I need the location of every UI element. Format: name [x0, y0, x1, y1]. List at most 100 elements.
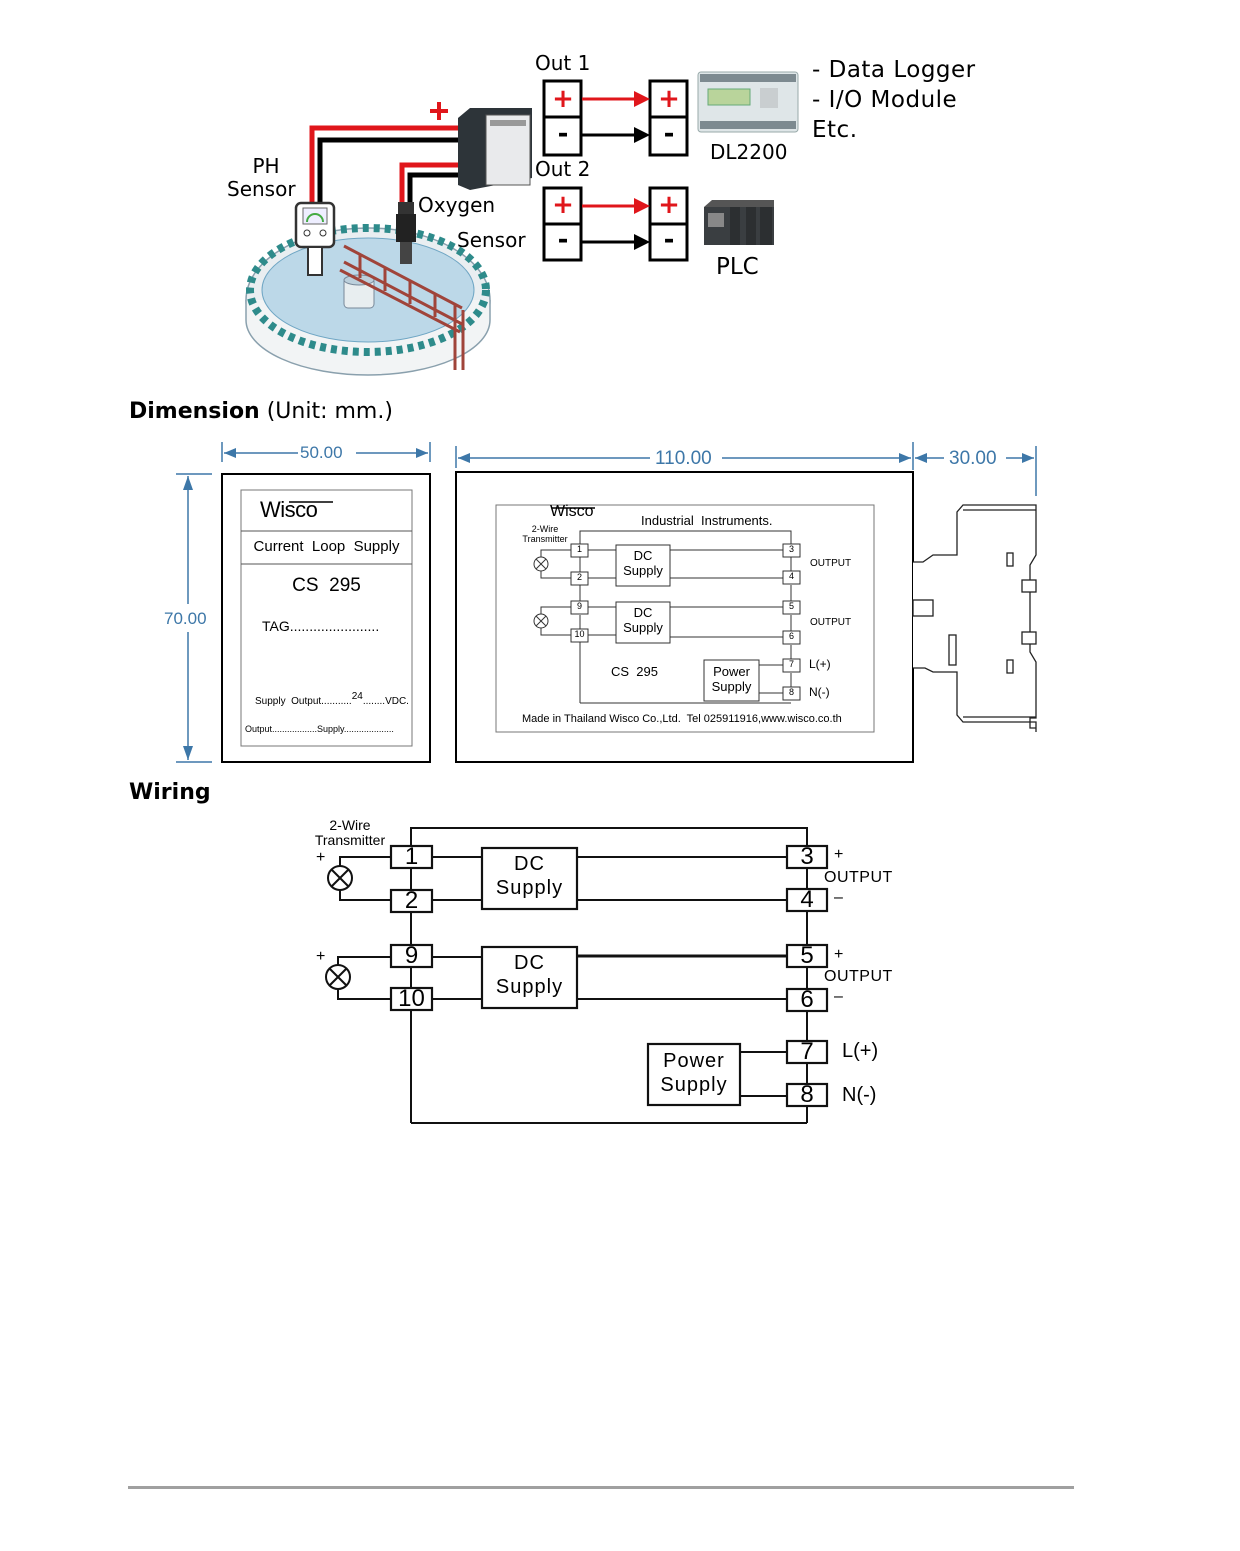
out1-terminal-block	[542, 79, 689, 157]
ph-sensor-label-line1: PH	[252, 154, 280, 178]
side-label-schematic	[533, 530, 801, 704]
dimension-drawing	[176, 442, 1037, 763]
din-rail-side-profile	[912, 504, 1037, 732]
terminal-2: 2	[404, 887, 419, 914]
side-terminal-1: 1	[576, 544, 582, 554]
power-line2: Supply	[660, 1074, 728, 1096]
oxygen-sensor-label-line2: Sensor	[457, 228, 526, 252]
dc-line1: DC	[633, 548, 653, 563]
transmitter-2-plus: +	[316, 948, 326, 965]
transmitter-line1: 2-Wire	[531, 524, 559, 534]
terminal-3: 3	[800, 843, 814, 870]
dc-line2: Supply	[495, 877, 564, 899]
wiring-heading: Wiring	[129, 780, 211, 805]
output1-plus: +	[834, 846, 844, 863]
output2-minus: –	[834, 988, 843, 1005]
rail-dimension-label: 30.00	[949, 448, 997, 469]
plc-label: PLC	[716, 254, 759, 280]
output2-plus: +	[834, 946, 844, 963]
side-terminal-2: 2	[576, 572, 582, 582]
dc-line1: DC	[514, 853, 545, 875]
front-label-model: CS 295	[292, 575, 361, 596]
wiring-terminal-boxes	[389, 844, 829, 1108]
terminal-4: 4	[800, 886, 814, 913]
out2-target-plus: +	[658, 190, 680, 220]
out1-source-minus: -	[557, 119, 569, 149]
power-line1: Power	[713, 664, 750, 679]
out2-terminal-block	[542, 186, 689, 262]
terminal-9: 9	[404, 942, 419, 969]
side-label-tagline: Industrial Instruments.	[641, 513, 773, 528]
side-terminal-7: 7	[788, 659, 794, 669]
cs295-unit-icon	[458, 108, 532, 190]
transmitter-line1: 2-Wire	[329, 817, 371, 833]
side-terminal-6: 6	[788, 631, 794, 641]
wiring-lines	[337, 827, 808, 1124]
transmitter-1-plus: +	[316, 849, 326, 866]
dimension-heading-unit: (Unit: mm.)	[259, 399, 393, 424]
out2-target-minus: -	[663, 225, 675, 255]
side-terminal-5: 5	[788, 601, 794, 611]
terminal-7: 7	[800, 1038, 814, 1065]
wiring-diagram	[325, 827, 829, 1124]
out2-source-plus: +	[552, 190, 574, 220]
device-uses-list: - Data Logger - I/O Module Etc.	[812, 55, 976, 145]
front-label-outline	[240, 489, 413, 747]
dc-line2: Supply	[495, 976, 564, 998]
side-output-label-1: OUTPUT	[810, 558, 852, 569]
terminal-6: 6	[800, 986, 814, 1013]
terminal-1: 1	[404, 843, 419, 870]
front-label-output-supply: Output..................Supply..........…	[245, 724, 394, 734]
transmitter-line2: Transmitter	[522, 534, 568, 544]
out1-target-plus: +	[658, 84, 680, 114]
terminal-8: 8	[800, 1081, 814, 1108]
supply-output-prefix: Supply Output...........	[255, 696, 352, 707]
height-dimension-label: 70.00	[164, 609, 207, 628]
side-label-outline	[495, 504, 875, 733]
ph-sensor-label: PH	[246, 155, 286, 178]
output1-label: OUTPUT	[824, 869, 893, 886]
front-label-brand: Wisco	[260, 497, 318, 522]
out1-source-plus: +	[552, 84, 574, 114]
side-terminal-10: 10	[574, 629, 585, 639]
side-label-brand: Wisco	[550, 503, 594, 520]
depth-dimension-label: 110.00	[655, 448, 712, 469]
device-use-item: Etc.	[812, 117, 858, 143]
front-label-product-line: Current Loop Supply	[253, 538, 400, 555]
l-plus-label: L(+)	[842, 1040, 879, 1062]
terminal-10: 10	[398, 985, 425, 1012]
width-dimension-label: 50.00	[300, 443, 343, 462]
power-line1: Power	[663, 1050, 725, 1072]
dimension-heading: Dimension (Unit: mm.)	[129, 399, 393, 424]
side-label-model: CS 295	[611, 664, 658, 679]
sensor-wires	[309, 125, 460, 205]
ph-sensor-label-line2: Sensor	[227, 177, 296, 201]
side-l-label: L(+)	[809, 657, 831, 671]
output2-label: OUTPUT	[824, 968, 893, 985]
side-terminal-4: 4	[788, 571, 794, 581]
out2-source-minus: -	[557, 225, 569, 255]
transmitter-1-icon	[327, 865, 353, 891]
dc-line1: DC	[514, 952, 545, 974]
transmitter-line2: Transmitter	[314, 832, 386, 848]
side-output-label-2: OUTPUT	[810, 617, 852, 628]
front-label-tag: TAG.......................	[262, 618, 380, 634]
oxygen-sensor-label-line1: Oxygen	[418, 193, 496, 217]
dl2200-label: DL2200	[710, 140, 788, 164]
side-terminal-9: 9	[576, 601, 582, 611]
side-label-footer: Made in Thailand Wisco Co.,Ltd. Tel 0259…	[522, 713, 842, 725]
footer-divider	[128, 1486, 1074, 1489]
bridge-walkway-icon	[339, 244, 465, 370]
side-terminal-3: 3	[788, 544, 794, 554]
out1-label: Out 1	[535, 51, 591, 75]
device-use-item: - I/O Module	[812, 87, 958, 113]
side-n-label: N(-)	[809, 685, 830, 699]
